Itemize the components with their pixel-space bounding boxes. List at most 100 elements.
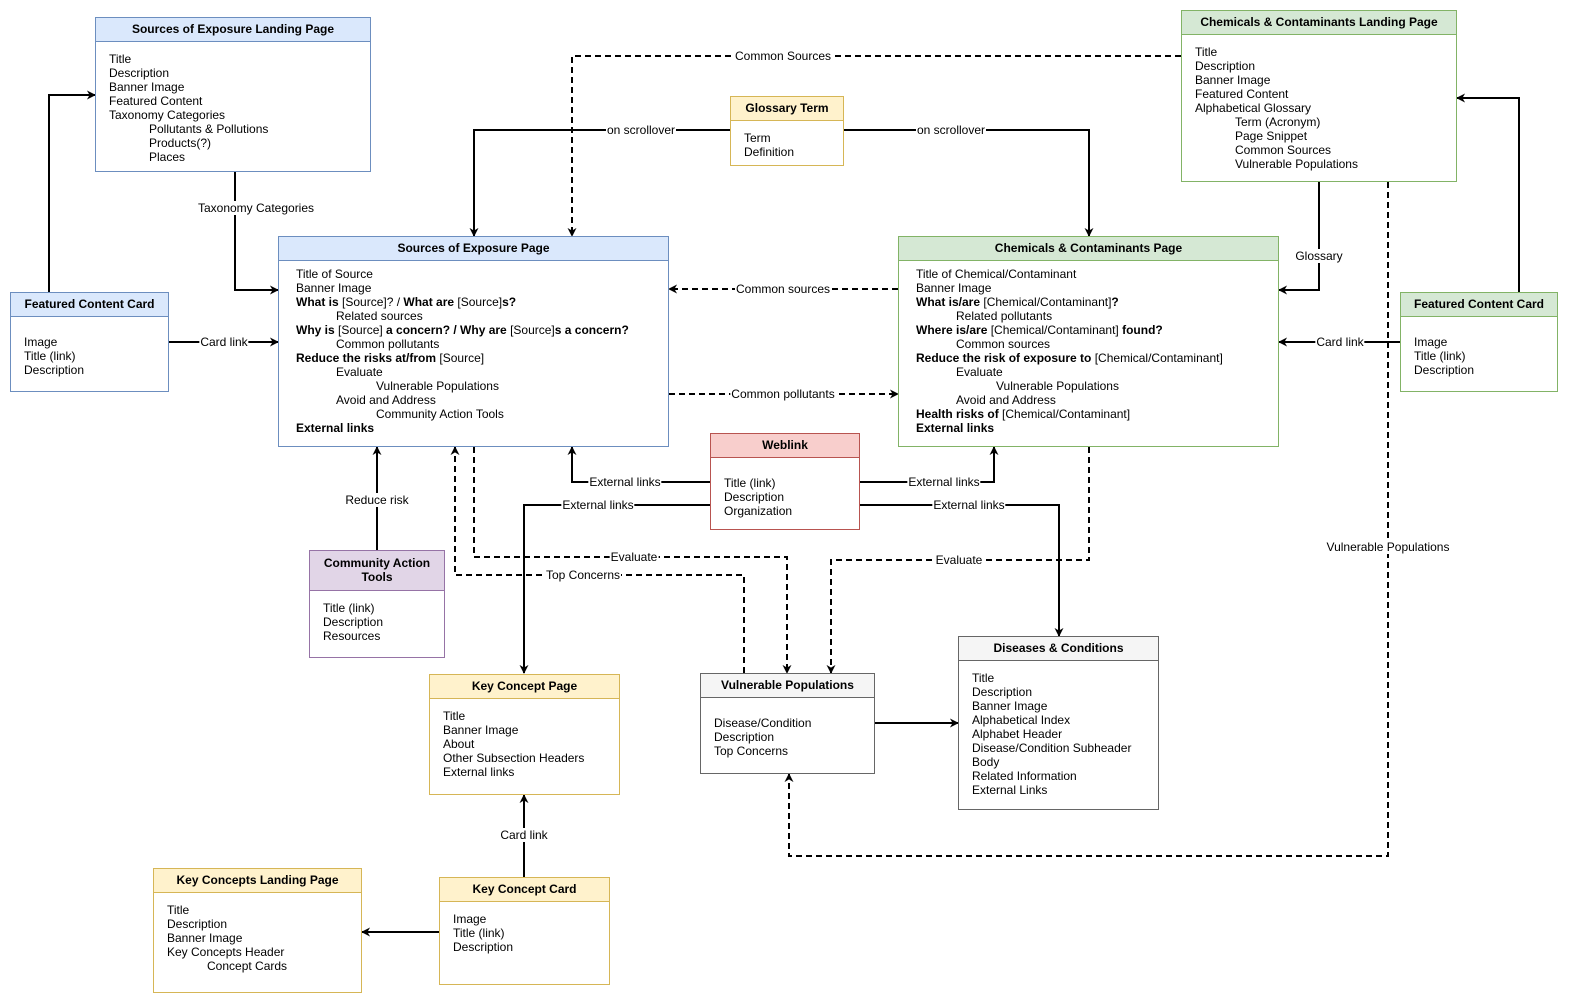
bold-segment: a concern? / Why are	[386, 323, 507, 337]
node-field: Common pollutants	[336, 337, 440, 351]
node-field: Alphabetical Index	[972, 713, 1071, 727]
label-glossary: Glossary	[1294, 249, 1344, 263]
node-field: Alphabet Header	[972, 727, 1063, 741]
label-external-links-2: External links	[561, 498, 635, 512]
node-field: Description	[167, 917, 228, 931]
label-taxonomy-categories: Taxonomy Categories	[196, 201, 316, 215]
bold-segment: What are	[403, 295, 455, 309]
label-external-links-3: External links	[907, 475, 981, 489]
node-field: Image	[1414, 335, 1448, 349]
node-title: Glossary Term	[731, 97, 843, 121]
node-field: External Links	[972, 783, 1048, 797]
edge-common-sources-top	[567, 55, 1181, 237]
node-field: Banner Image	[109, 80, 185, 94]
label-card-link-right: Card link	[1315, 335, 1365, 349]
node-field: Disease/Condition	[714, 716, 812, 730]
bold-segment: s a concern?	[554, 323, 629, 337]
node-field: Related Information	[972, 769, 1077, 783]
edge-featured-to-cc-landing	[1456, 93, 1520, 292]
edge-external-links-1	[567, 446, 710, 483]
node-field: Other Subsection Headers	[443, 751, 585, 765]
node-field: Related sources	[336, 309, 423, 323]
node-field: Common sources	[956, 337, 1051, 351]
label-common-sources-mid: Common sources	[734, 282, 832, 296]
bold-segment: Reduce the risk of exposure to	[916, 351, 1092, 365]
node-field: Key Concepts Header	[167, 945, 285, 959]
bold-segment: ?	[1111, 295, 1119, 309]
node-field: Banner Image	[167, 931, 243, 945]
node-field: Title (link)	[453, 926, 505, 940]
node-field: Evaluate	[336, 365, 383, 379]
node-field: Featured Content	[109, 94, 203, 108]
node-title: Chemicals & Contaminants Landing Page	[1182, 11, 1456, 35]
node-field: Title	[1195, 45, 1218, 59]
label-external-links-4: External links	[932, 498, 1006, 512]
node-field: Avoid and Address	[956, 393, 1056, 407]
node-field: Vulnerable Populations	[376, 379, 499, 393]
label-vulnerable-populations: Vulnerable Populations	[1325, 540, 1451, 554]
label-evaluate-right: Evaluate	[934, 553, 984, 567]
node-field: Reduce the risks at/from [Source]	[296, 351, 485, 365]
label-common-pollutants: Common pollutants	[730, 387, 836, 401]
node-field: Image	[24, 335, 58, 349]
node-field: Concept Cards	[207, 959, 288, 973]
node-field: What is [Source]? / What are [Source]s?	[296, 295, 517, 309]
node-field: Why is [Source] a concern? / Why are [So…	[296, 323, 629, 337]
node-field: Resources	[323, 629, 381, 643]
node-field: Term (Acronym)	[1235, 115, 1321, 129]
node-field: External links	[279, 421, 668, 435]
node-title: Key Concepts Landing Page	[154, 869, 361, 893]
node-field: Vulnerable Populations	[1235, 157, 1358, 171]
node-field: Term	[744, 131, 771, 145]
node-field: What is/are [Chemical/Contaminant]?	[916, 295, 1119, 309]
label-top-concerns: Top Concerns	[544, 568, 622, 582]
node-field: Definition	[744, 145, 795, 159]
node-title: Sources of Exposure Landing Page	[96, 18, 370, 42]
node-field: Description	[323, 615, 384, 629]
node-field: Products(?)	[149, 136, 212, 150]
bold-segment: External links	[916, 421, 995, 435]
node-field: Banner Image	[916, 281, 992, 295]
bold-segment: Reduce the risks at/from	[296, 351, 437, 365]
bold-segment: Where is/are	[916, 323, 988, 337]
node-field: Alphabetical Glossary	[1195, 101, 1312, 115]
node-field: Top Concerns	[714, 744, 789, 758]
label-on-scrollover-right: on scrollover	[915, 123, 987, 137]
node-field: Banner Image	[296, 281, 372, 295]
node-field: Title (link)	[1414, 349, 1466, 363]
node-field: Title of Chemical/Contaminant	[916, 267, 1077, 281]
node-field: Taxonomy Categories	[109, 108, 226, 122]
node-title: Vulnerable Populations	[701, 674, 874, 698]
node-field: Page Snippet	[1235, 129, 1308, 143]
node-field: Banner Image	[1195, 73, 1271, 87]
node-field: Description	[24, 363, 85, 377]
node-field: Vulnerable Populations	[996, 379, 1119, 393]
node-title: Sources of Exposure Page	[279, 237, 668, 261]
edge-evaluate-left	[473, 447, 792, 674]
node-field: Banner Image	[972, 699, 1048, 713]
node-field: Evaluate	[956, 365, 1003, 379]
bold-segment: External links	[296, 421, 375, 435]
node-field: Places	[149, 150, 186, 164]
